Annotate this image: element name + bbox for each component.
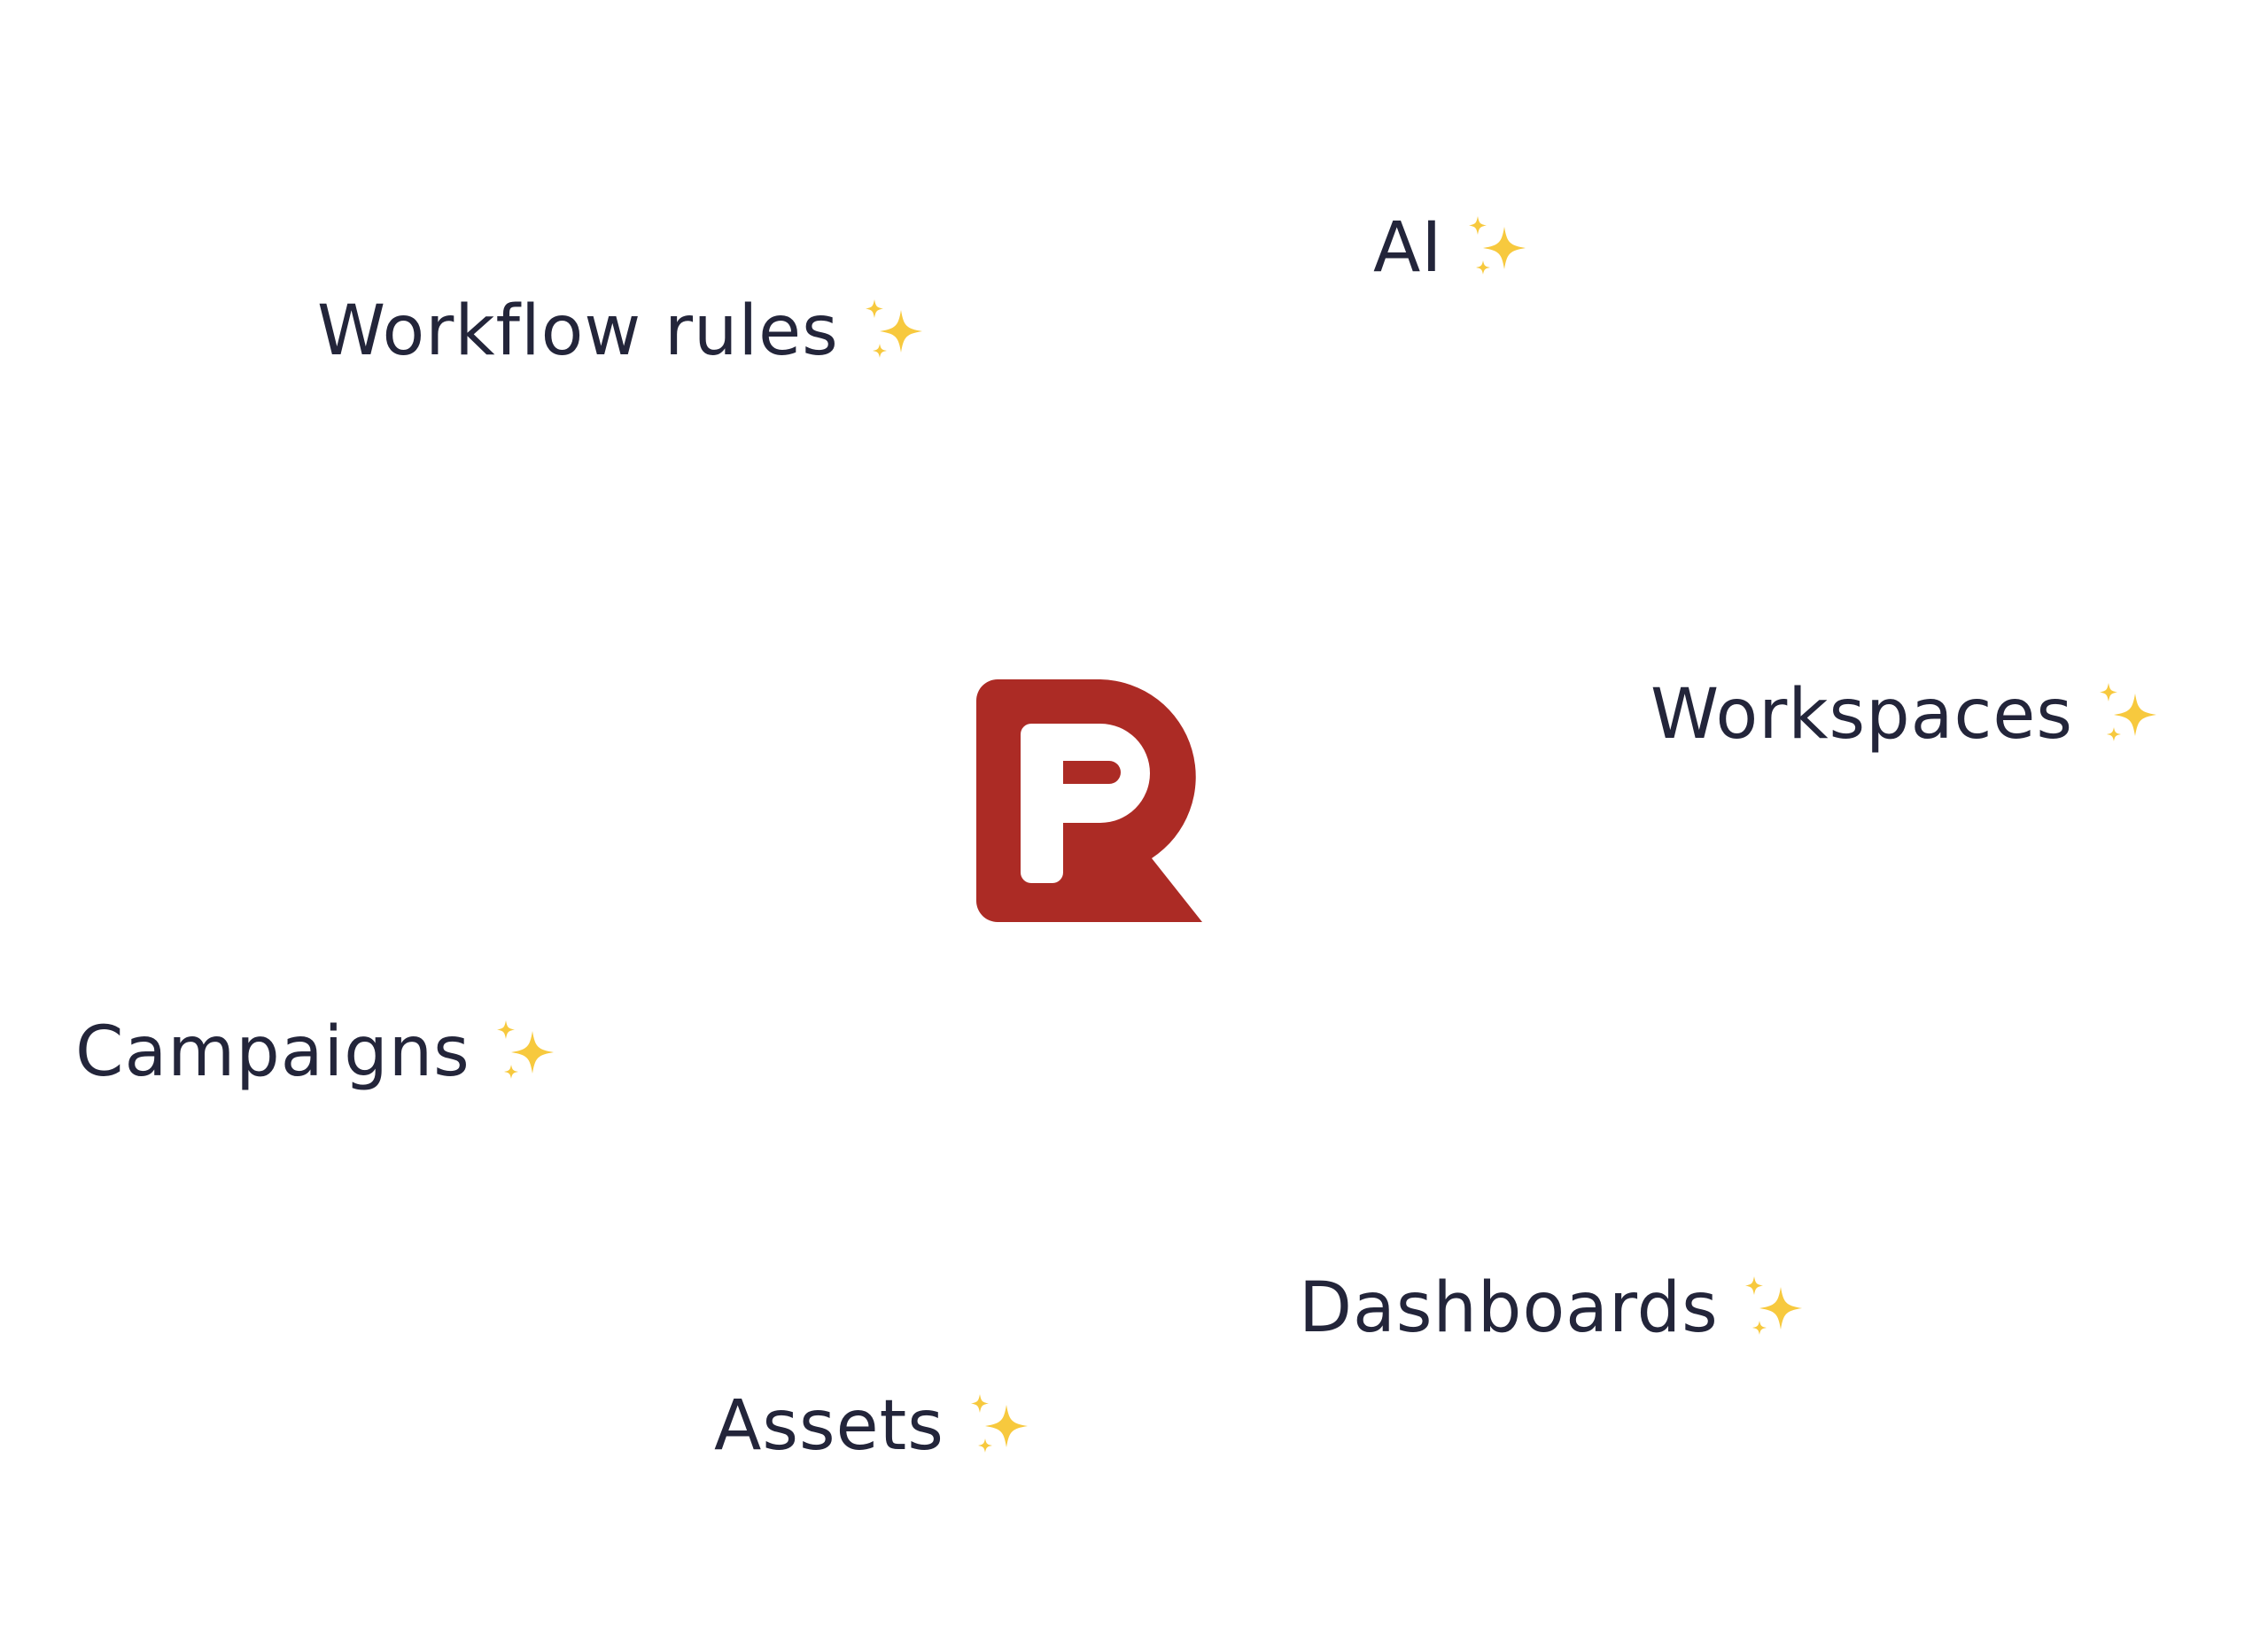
feature-assets: Assets — [714, 1391, 1037, 1461]
feature-campaigns: Campaigns — [75, 1017, 563, 1088]
sparkles-icon — [492, 1017, 563, 1088]
sparkles-icon — [860, 296, 931, 367]
feature-workflow-rules: Workflow rules — [317, 296, 931, 367]
sparkles-icon — [2094, 679, 2165, 750]
feature-label: Dashboards — [1299, 1268, 1719, 1348]
feature-label: Campaigns — [75, 1012, 470, 1092]
feature-label: Workspaces — [1651, 675, 2073, 755]
sparkles-icon — [1740, 1273, 1811, 1344]
feature-label: Assets — [714, 1386, 944, 1466]
feature-workspaces: Workspaces — [1651, 679, 2165, 750]
sparkles-icon — [1464, 213, 1534, 283]
feature-ai: AI — [1373, 213, 1534, 283]
brand-logo-icon — [976, 679, 1202, 922]
feature-dashboards: Dashboards — [1299, 1273, 1811, 1344]
feature-label: Workflow rules — [317, 291, 839, 371]
feature-label: AI — [1373, 208, 1443, 288]
sparkles-icon — [966, 1391, 1037, 1461]
